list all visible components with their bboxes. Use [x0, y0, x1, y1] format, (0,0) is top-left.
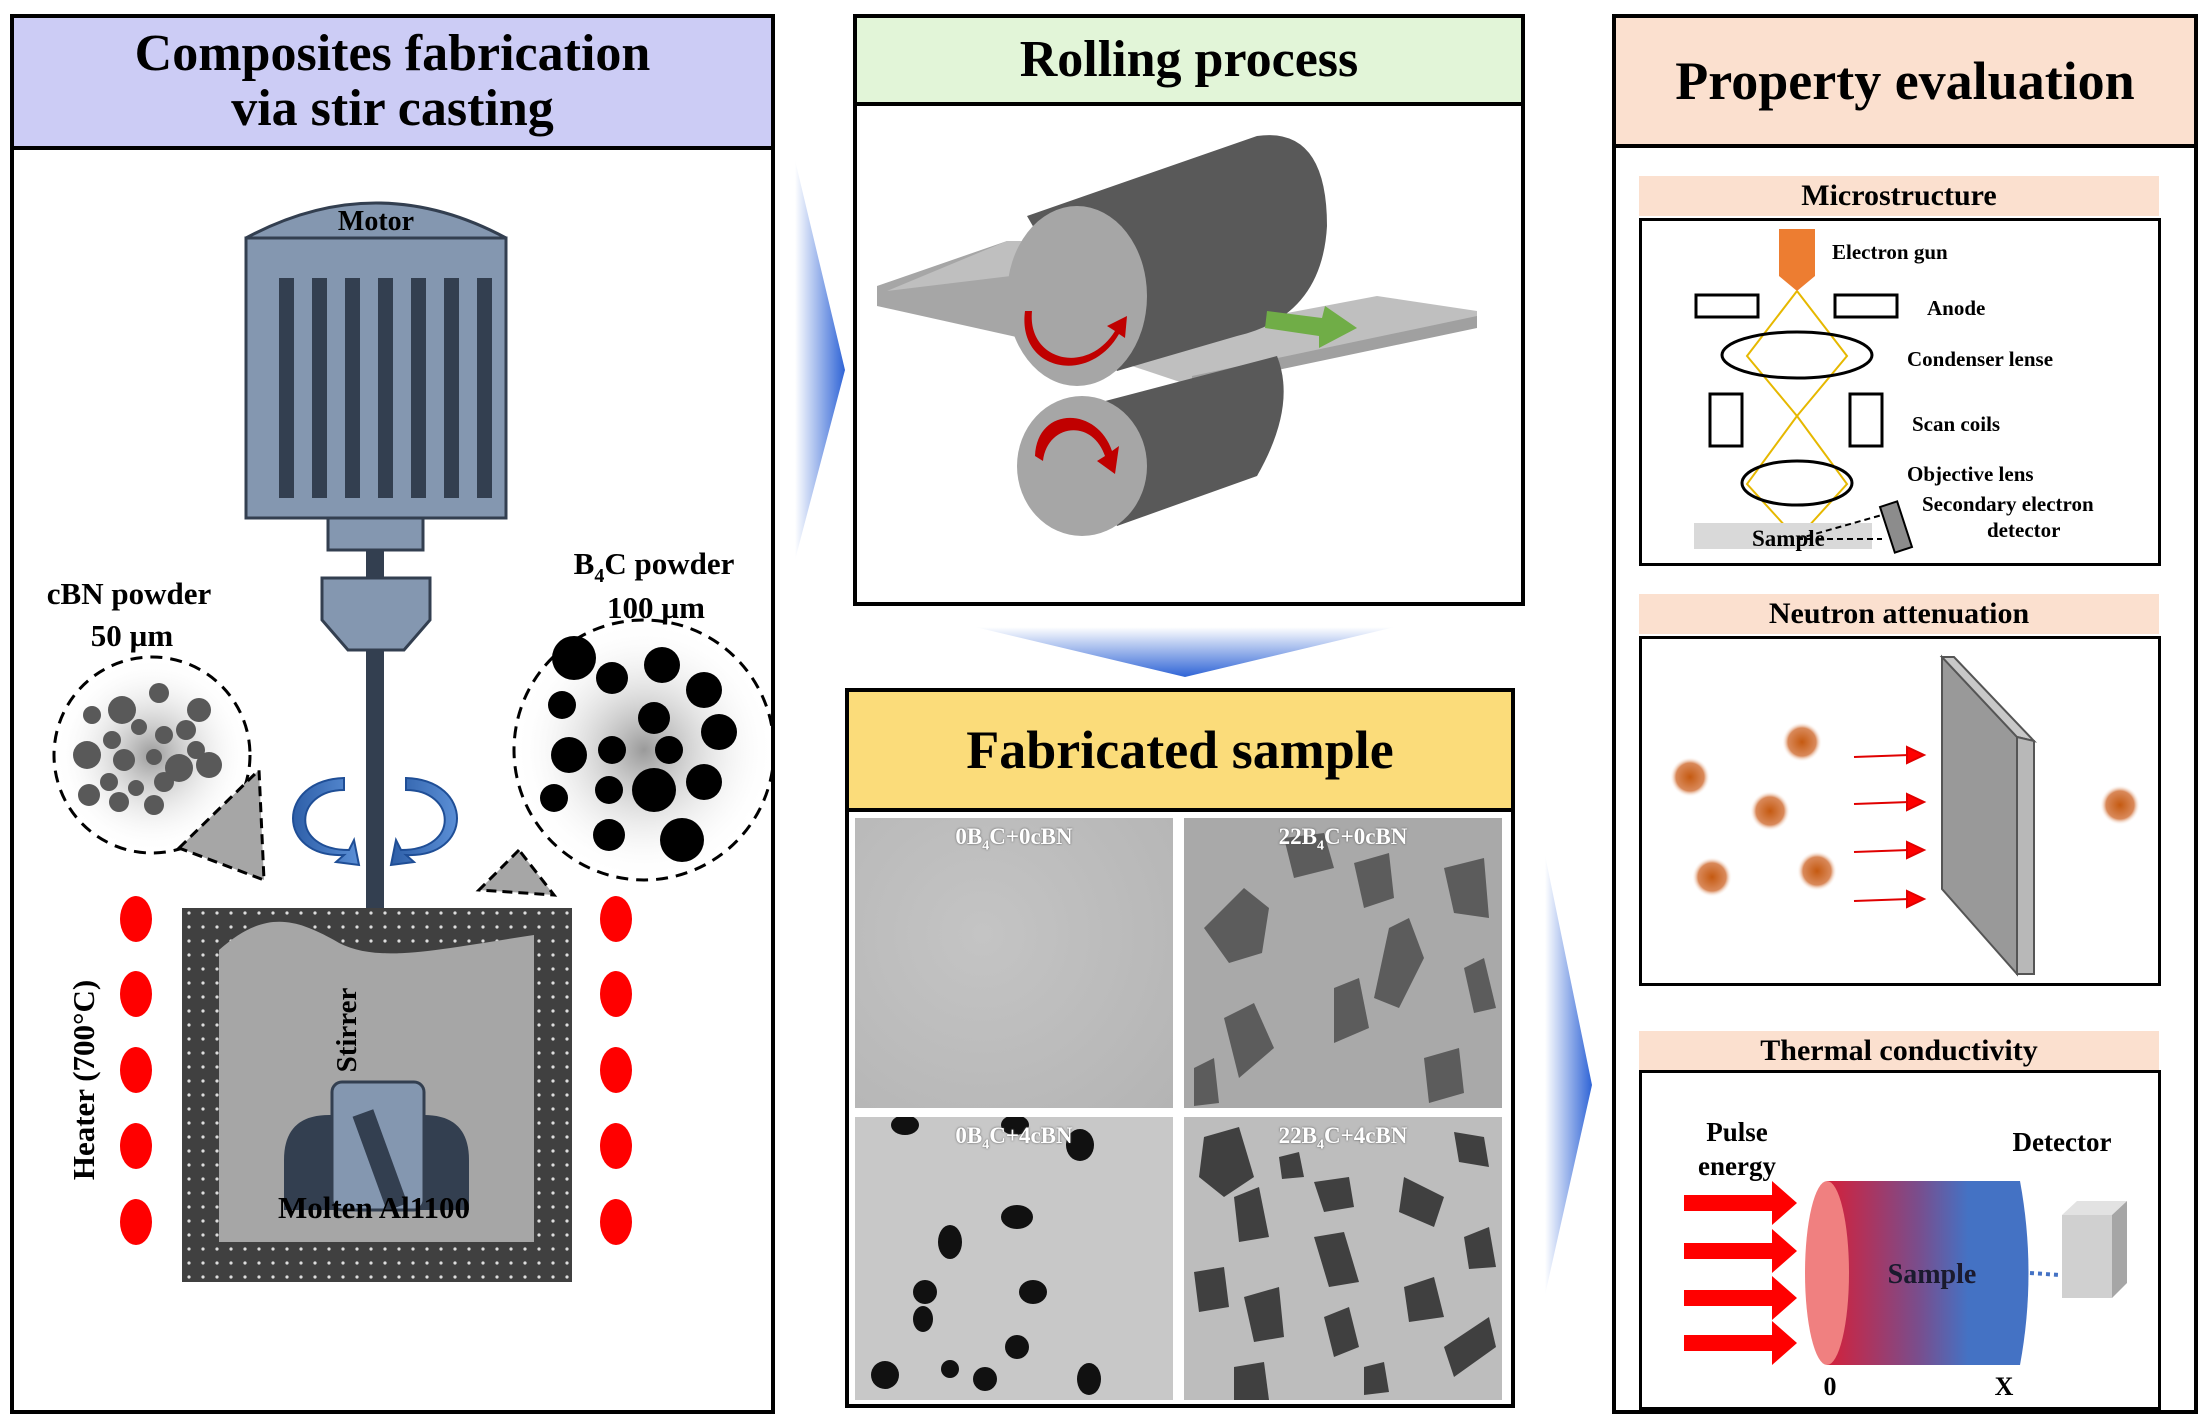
laser-flash-schematic: Pulse energy Detector Sample 0 X	[1684, 1117, 2127, 1401]
sample-label: Sample	[1752, 526, 1825, 551]
sem-image-grid: 0B4C+0cBN 22B4C+0cBN	[851, 814, 1511, 1404]
motor: Motor	[244, 201, 508, 652]
cbn-powder-label: cBN powder	[47, 576, 212, 611]
property-evaluation-header: Property evaluation	[1616, 18, 2194, 148]
anode-right	[1833, 293, 1899, 319]
stir-casting-title-line2: via stir casting	[231, 80, 554, 137]
output-sheet	[1087, 296, 1477, 386]
lower-roll	[1017, 396, 1147, 536]
axis-start-label: 0	[1824, 1372, 1837, 1401]
lower-roll-rotation-icon	[1035, 417, 1119, 474]
sample-cylinder	[1805, 1181, 2029, 1365]
cbn-size-label: 50 µm	[91, 618, 174, 653]
stirrer-label: Stirrer	[331, 987, 363, 1072]
b4c-powder-bubble: B4C powder 100 µm	[475, 546, 771, 897]
sem-image-0b4c-4cbn: 0B4C+4cBN	[855, 1117, 1173, 1400]
pulse-label-line2: energy	[1698, 1151, 1776, 1181]
sem-label: 0B4C+4cBN	[955, 1123, 1073, 1153]
sem-image-22b4c-0cbn: 22B4C+0cBN	[1184, 818, 1502, 1108]
axis-end-label: X	[1995, 1372, 2014, 1401]
condenser-label: Condenser lense	[1907, 347, 2053, 371]
b4c-particles	[1194, 833, 1496, 1106]
neutron-attenuation-header: Neutron attenuation	[1639, 594, 2159, 634]
electron-gun-label: Electron gun	[1832, 240, 1948, 264]
electron-gun-icon	[1779, 229, 1815, 291]
scan-coil-right	[1848, 392, 1884, 448]
stirrer-impeller	[284, 1080, 469, 1212]
microstructure-header: Microstructure	[1639, 176, 2159, 216]
stir-casting-diagram: Motor cBN powder 50 µm	[47, 201, 771, 1282]
rolling-panel: Rolling process	[853, 14, 1525, 606]
sem-image-22b4c-4cbn: 22B4C+4cBN	[1184, 1117, 1502, 1400]
anode-label: Anode	[1927, 296, 1985, 320]
fabricated-sample-header: Fabricated sample	[849, 692, 1511, 812]
scan-coils-label: Scan coils	[1912, 412, 2000, 436]
detector-box-icon	[2062, 1201, 2127, 1298]
molten-al-label: Molten Al1100	[278, 1190, 470, 1225]
rolling-mill-diagram	[877, 135, 1477, 536]
neutron-particles	[1670, 722, 2140, 897]
scan-coil-left	[1708, 392, 1744, 448]
upper-roll-rotation-icon	[1024, 311, 1127, 366]
b4c-size-label: 100 µm	[607, 590, 705, 625]
stir-casting-title-line1: Composites fabrication	[134, 25, 651, 83]
stir-casting-panel: Composites fabrication via stir casting	[10, 14, 775, 1414]
pulse-label-line1: Pulse	[1706, 1117, 1768, 1147]
objective-lens	[1740, 459, 1854, 507]
sem-schematic: Electron gun Anode Condenser lense Scan …	[1694, 229, 2094, 554]
detector-label-line2: detector	[1987, 518, 2060, 542]
detector-label-line1: Secondary electron	[1922, 492, 2094, 516]
secondary-electron-detector-icon	[1878, 500, 1914, 554]
shielding-plate	[1939, 654, 2038, 977]
pulse-arrows-icon	[1684, 1181, 1797, 1365]
cbn-powder-bubble: cBN powder 50 µm	[47, 576, 266, 883]
condenser-lens	[1720, 330, 1874, 380]
rolling-header: Rolling process	[857, 18, 1521, 106]
signal-line	[2029, 1271, 2061, 1277]
sem-label: 22B4C+0cBN	[1278, 824, 1408, 854]
property-evaluation-panel: Property evaluation Microstructure Elect…	[1612, 14, 2198, 1414]
fabricated-sample-panel: Fabricated sample 0B4C+0cBN 22B4C+0cBN	[845, 688, 1515, 1408]
heater-label: Heater (700°C)	[66, 980, 101, 1180]
flow-arrow-sample-to-evaluation	[1545, 855, 1592, 1295]
motor-label: Motor	[338, 206, 414, 237]
objective-label: Objective lens	[1907, 462, 2034, 486]
output-direction-arrow-icon	[1265, 306, 1357, 348]
sem-label: 0B4C+0cBN	[955, 824, 1073, 854]
microstructure-box: Electron gun Anode Condenser lense Scan …	[1639, 218, 2161, 566]
sem-label: 22B4C+4cBN	[1278, 1123, 1408, 1153]
heater-elements	[120, 896, 632, 1245]
flow-arrow-rolling-to-sample	[975, 627, 1395, 677]
neutron-beam-arrows-icon	[1853, 745, 1927, 909]
sem-image-0b4c-0cbn: 0B4C+0cBN	[855, 818, 1173, 1108]
neutron-schematic	[1670, 654, 2140, 977]
detector-label: Detector	[2013, 1127, 2112, 1157]
cbn-particles	[871, 1117, 1101, 1395]
neutron-attenuation-box	[1639, 636, 2161, 986]
sample-stage	[1694, 523, 1872, 549]
thermal-conductivity-box: Pulse energy Detector Sample 0 X	[1639, 1070, 2161, 1410]
b4c-powder-label: B4C powder	[574, 546, 735, 587]
anode-left	[1694, 293, 1760, 319]
thermal-conductivity-header: Thermal conductivity	[1639, 1031, 2159, 1071]
mixed-particles	[1194, 1127, 1496, 1400]
flow-arrow-casting-to-rolling	[795, 160, 845, 560]
stir-casting-header: Composites fabrication via stir casting	[14, 18, 771, 150]
rotation-arrows-icon	[292, 776, 458, 867]
sample-cylinder-label: Sample	[1888, 1259, 1977, 1290]
